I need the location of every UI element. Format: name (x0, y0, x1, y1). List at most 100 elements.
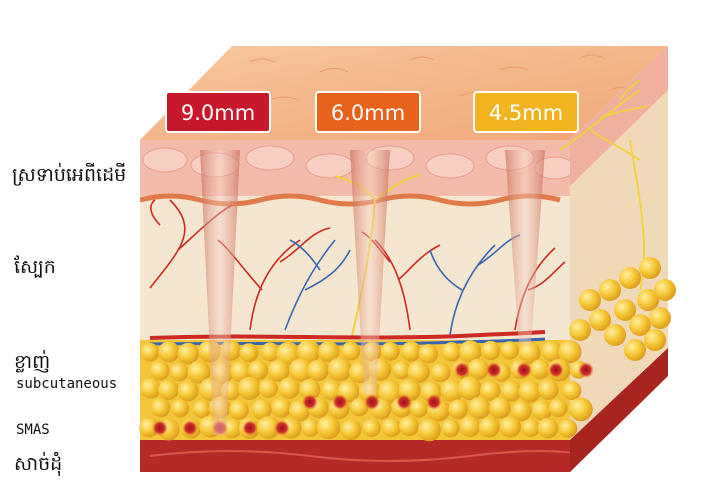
fat-globule (599, 279, 621, 301)
fat-globule (158, 379, 179, 401)
fat-globule (392, 360, 411, 380)
label-dermis: ស្បែក (14, 256, 56, 278)
fat-globule (521, 418, 540, 438)
fat-globule (467, 358, 489, 380)
fat-globule (440, 379, 464, 403)
fat-globule (448, 399, 468, 419)
fat-globule (401, 341, 422, 362)
fat-globule (260, 342, 280, 362)
focal-point (332, 394, 348, 410)
fat-globule (441, 342, 462, 362)
fat-globule (649, 307, 671, 329)
fat-globule (619, 267, 641, 289)
fat-globule (340, 419, 362, 441)
fat-globule (639, 257, 661, 279)
fat-globule (459, 340, 482, 363)
fat-globule (380, 341, 400, 361)
fat-globule (381, 417, 402, 438)
beam-9mm (200, 150, 240, 435)
fat-globule (624, 339, 646, 361)
fat-globule (579, 289, 601, 311)
right-muscle (570, 348, 668, 472)
depth-tag-9mm: 9.0mm (165, 91, 271, 133)
focal-point (182, 420, 198, 436)
depth-tag-4.5mm-text: 4.5mm (489, 101, 563, 125)
fat-globule (558, 419, 578, 438)
fat-globule (489, 397, 511, 419)
fat-globule (430, 362, 451, 383)
fat-globule (518, 380, 541, 403)
fat-globule (604, 324, 626, 346)
fat-globule (457, 376, 482, 401)
fat-globule (158, 341, 180, 363)
fat-globule (459, 416, 481, 438)
fat-globule (278, 377, 301, 399)
fat-globule (468, 396, 491, 420)
fat-globule (407, 360, 430, 383)
focal-point (454, 362, 470, 378)
fat-globule (229, 400, 249, 420)
fat-globule (548, 398, 568, 418)
fat-globule (541, 340, 563, 362)
fat-globule (529, 359, 551, 380)
right-epidermis (570, 46, 668, 186)
fat-globule (299, 378, 321, 401)
fat-globule (296, 339, 321, 364)
surface-nerves (559, 79, 649, 291)
fat-globule (637, 289, 659, 311)
fat-globule (378, 380, 402, 404)
fat-globule (398, 416, 420, 437)
fat-globule (301, 418, 320, 437)
fat-globule (569, 319, 591, 341)
fat-globule (511, 400, 532, 421)
label-fat: ខ្លាញ់ (14, 351, 51, 373)
fat-globule (239, 343, 259, 363)
fat-globule (362, 418, 381, 438)
fat-globule (654, 279, 676, 301)
fat-globule (499, 416, 522, 438)
fat-globule (307, 359, 329, 382)
focal-point (516, 362, 532, 378)
fat-globule (177, 342, 200, 365)
fat-globule (562, 381, 582, 401)
fat-globule (531, 399, 553, 421)
fat-globule (500, 380, 522, 402)
ultrasound-beams (200, 150, 545, 435)
fat-globule (221, 418, 242, 439)
fat-globule (237, 376, 262, 400)
fat-globule (500, 341, 519, 360)
focal-point (364, 394, 380, 410)
fat-globule (276, 341, 301, 366)
fat-globule (589, 309, 611, 331)
fat-globule (558, 340, 582, 364)
fat-globule (614, 299, 636, 321)
focal-point (486, 362, 502, 378)
fat-globule (478, 416, 500, 438)
focal-point (548, 362, 564, 378)
muscle-layer (140, 440, 570, 472)
fat-globule (187, 360, 211, 384)
focal-point (426, 394, 442, 410)
fat-globule (251, 399, 272, 420)
fat-globule (480, 340, 501, 361)
fat-globule (537, 417, 559, 439)
fat-globule (350, 397, 369, 417)
focal-point (396, 394, 412, 410)
fat-globule (327, 357, 352, 382)
fat-globule (537, 379, 559, 400)
depth-tag-6mm: 6.0mm (315, 91, 421, 133)
fat-globule (629, 314, 651, 336)
fat-globule (289, 358, 313, 382)
fat-globule (316, 415, 341, 440)
fat-globule (341, 341, 361, 361)
label-smas: SMAS (16, 422, 50, 438)
fat-globule (569, 397, 593, 422)
label-subcutaneous: subcutaneous (16, 376, 118, 392)
fat-globule (192, 399, 211, 419)
fat-globule (169, 362, 189, 382)
depth-tag-4.5mm: 4.5mm (473, 91, 579, 133)
focal-point (302, 394, 318, 410)
fat-globule (409, 399, 428, 418)
beam-6mm (350, 150, 390, 395)
fat-globule (177, 380, 199, 402)
